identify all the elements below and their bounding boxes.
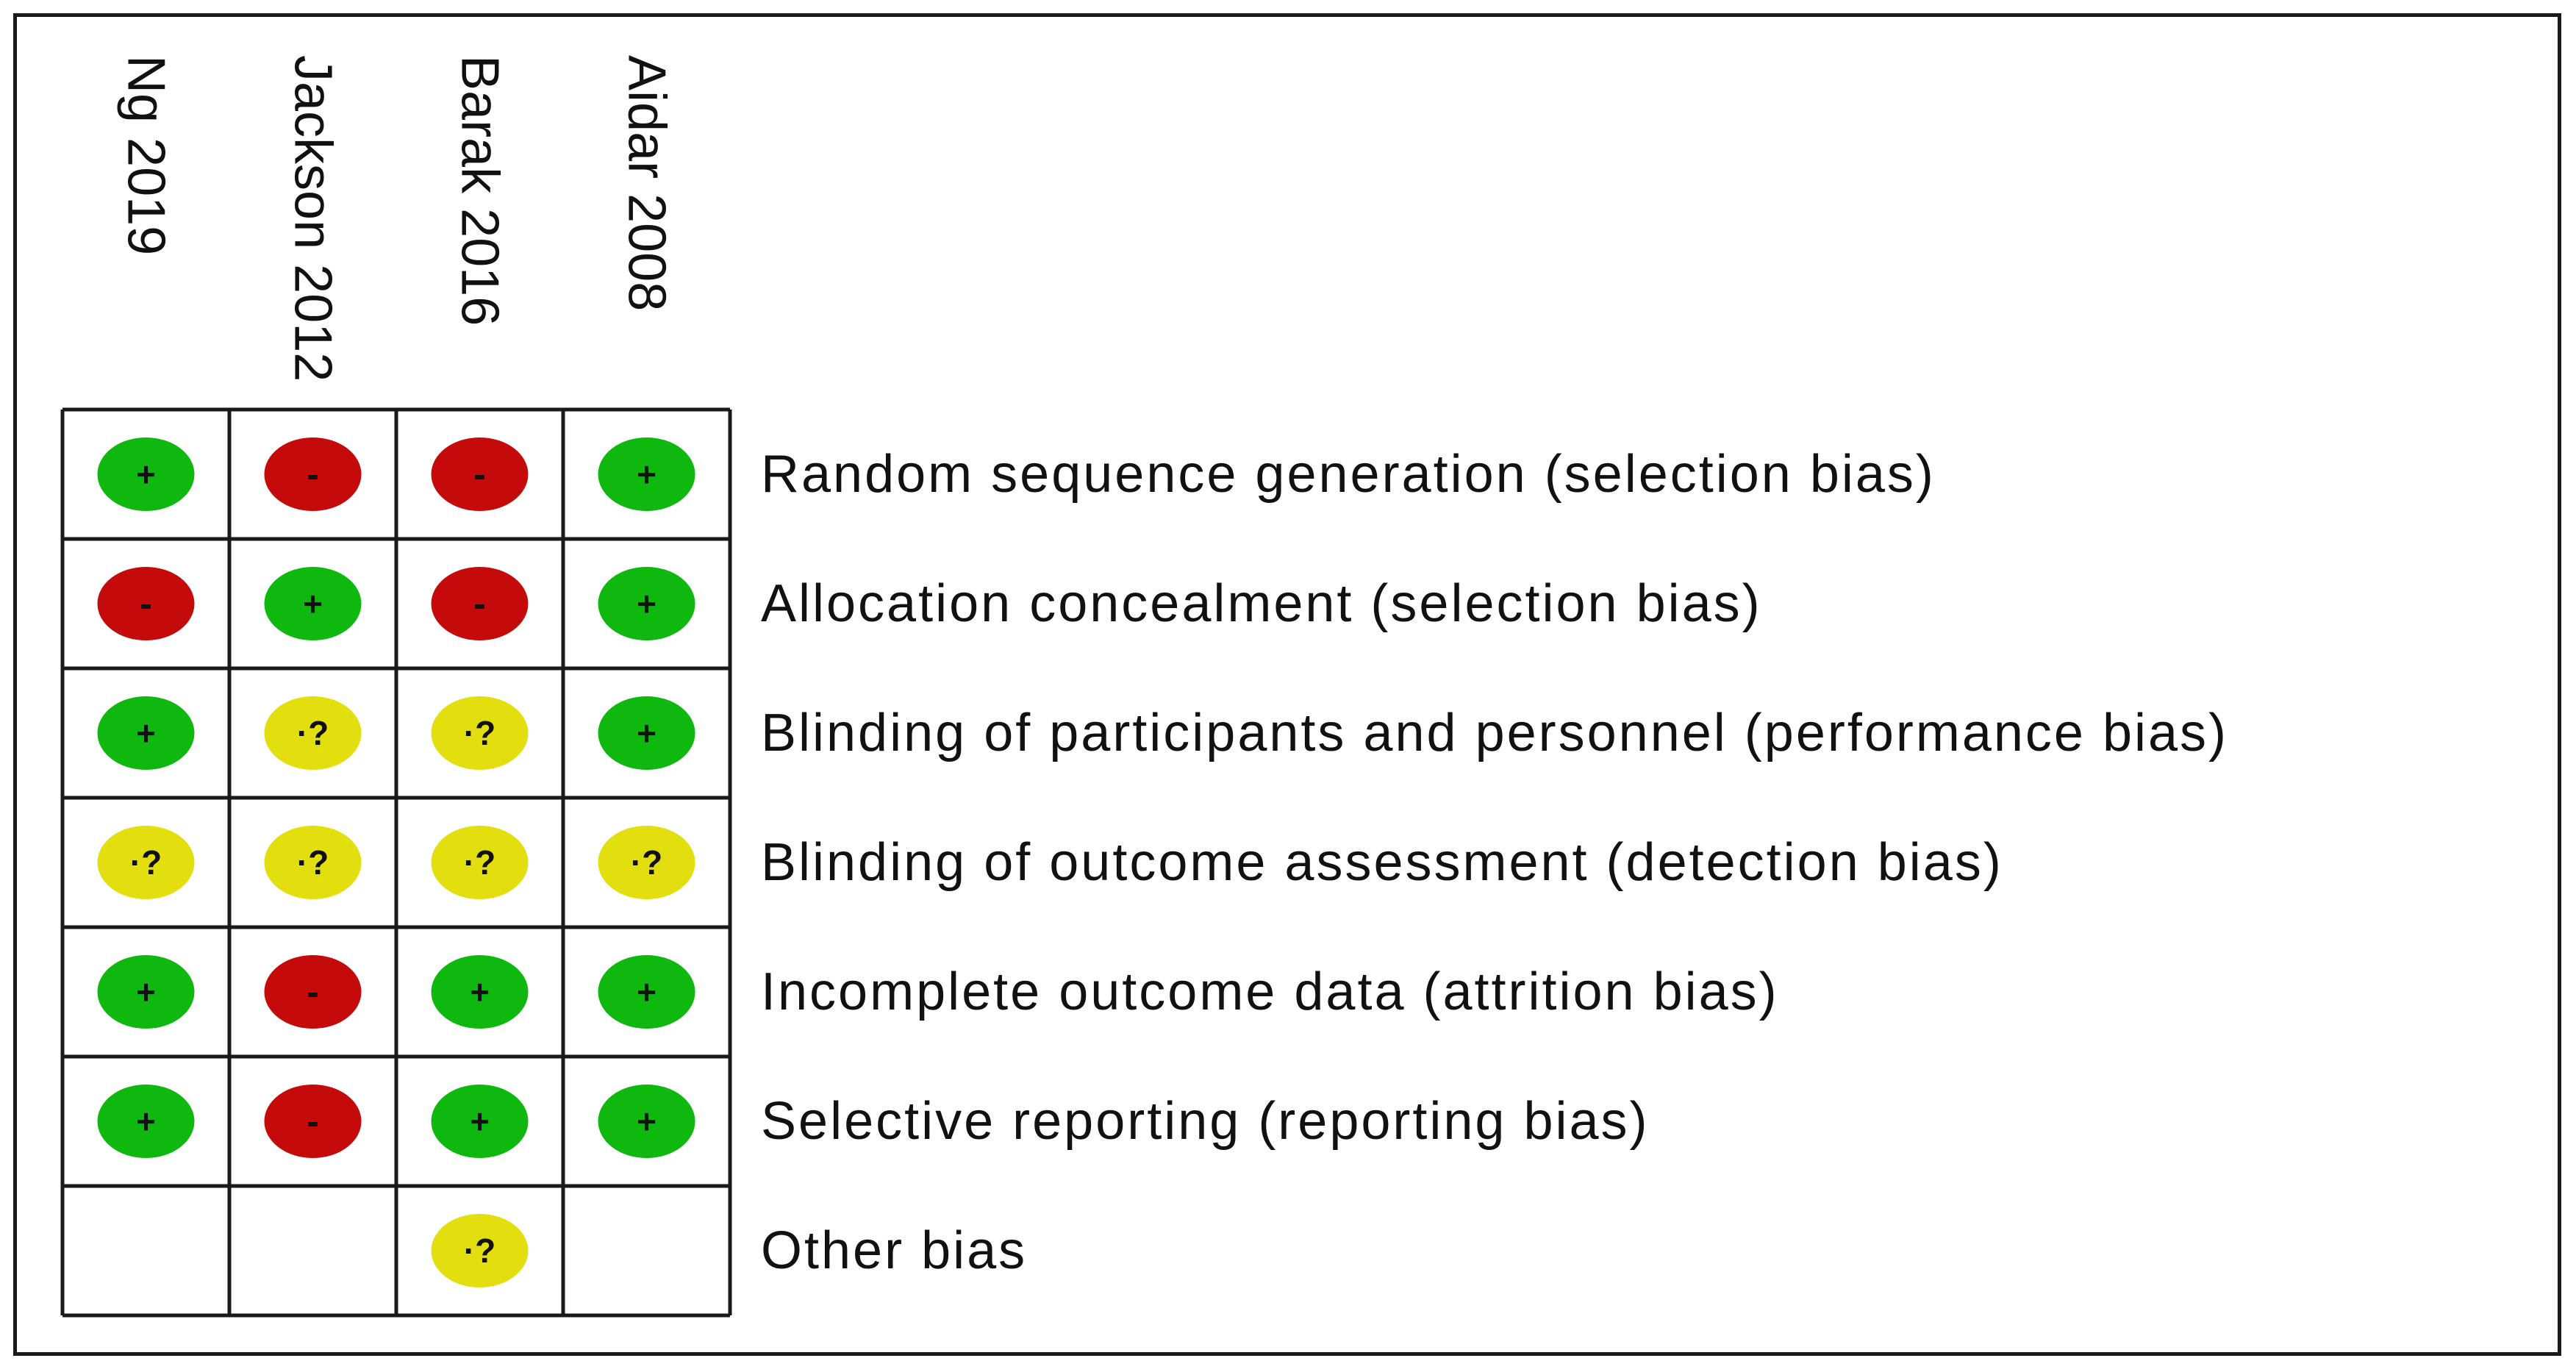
judgement-symbol-r1-c3: - (473, 454, 486, 495)
judgement-unclear-risk-r4-c1 (97, 826, 195, 899)
judgement-high-risk-r2-c1 (97, 567, 195, 640)
domain-label-allocation-concealment-selection-bias: Allocation concealment (selection bias) (761, 574, 1762, 633)
judgement-low-risk-r5-c1 (97, 955, 195, 1029)
judgement-low-risk-r6-c3 (431, 1085, 529, 1158)
judgement-symbol-r6-c2: - (307, 1101, 319, 1142)
grid-cell-r7-c4 (563, 1186, 730, 1315)
judgement-symbol-r5-c1: + (136, 973, 156, 1011)
judgement-low-risk-r5-c3 (431, 955, 529, 1029)
judgement-symbol-r2-c2: + (303, 585, 323, 623)
grid-cell-r7-c2 (229, 1186, 396, 1315)
judgement-low-risk-r6-c4 (598, 1085, 695, 1158)
judgement-unclear-risk-r3-c2 (264, 696, 362, 770)
study-label-jackson-2012: Jackson 2012 (284, 55, 343, 382)
judgement-symbol-r1-c2: - (307, 454, 319, 495)
judgement-symbol-r3-c4: + (637, 714, 656, 752)
judgement-low-risk-r3-c1 (97, 696, 195, 770)
judgement-symbol-r4-c4: ·? (631, 843, 662, 882)
judgement-symbol-r2-c3: - (473, 583, 486, 624)
grid-cell-r7-c1 (62, 1186, 229, 1315)
judgement-symbol-r6-c4: + (637, 1102, 656, 1140)
study-label-aidar-2008: Aidar 2008 (618, 55, 676, 311)
judgement-symbol-r3-c2: ·? (297, 714, 329, 752)
judgement-low-risk-r5-c4 (598, 955, 695, 1029)
judgement-high-risk-r5-c2 (264, 955, 362, 1029)
judgement-unclear-risk-r4-c4 (598, 826, 695, 899)
judgement-low-risk-r6-c1 (97, 1085, 195, 1158)
judgement-unclear-risk-r7-c3 (431, 1214, 529, 1287)
judgement-symbol-r5-c2: - (307, 971, 319, 1012)
domain-label-other-bias: Other bias (761, 1221, 1027, 1280)
judgement-symbol-r1-c1: + (136, 455, 156, 493)
judgement-symbol-r3-c3: ·? (464, 714, 495, 752)
judgement-symbol-r4-c3: ·? (464, 843, 495, 882)
judgement-low-risk-r2-c4 (598, 567, 695, 640)
judgement-symbol-r4-c1: ·? (130, 843, 162, 882)
study-label-barak-2016: Barak 2016 (451, 55, 509, 326)
judgement-high-risk-r1-c3 (431, 437, 529, 511)
judgement-symbol-r2-c1: - (140, 583, 152, 624)
judgement-symbol-r4-c2: ·? (297, 843, 329, 882)
domain-label-blinding-of-participants-and-personnel-performance-bias: Blinding of participants and personnel (… (761, 704, 2228, 762)
judgement-symbol-r3-c1: + (136, 714, 156, 752)
domain-label-selective-reporting-reporting-bias: Selective reporting (reporting bias) (761, 1092, 1650, 1151)
judgement-low-risk-r3-c4 (598, 696, 695, 770)
judgement-unclear-risk-r4-c2 (264, 826, 362, 899)
domain-label-incomplete-outcome-data-attrition-bias: Incomplete outcome data (attrition bias) (761, 962, 1779, 1021)
domain-label-random-sequence-generation-selection-bias: Random sequence generation (selection bi… (761, 445, 1936, 504)
judgement-unclear-risk-r4-c3 (431, 826, 529, 899)
judgement-low-risk-r2-c2 (264, 567, 362, 640)
judgement-symbol-r1-c4: + (637, 455, 656, 493)
study-label-ng-2019: Ng 2019 (117, 55, 176, 255)
domain-label-blinding-of-outcome-assessment-detection-bias: Blinding of outcome assessment (detectio… (761, 833, 2003, 892)
judgement-symbol-r2-c4: + (637, 585, 656, 623)
judgement-symbol-r6-c3: + (470, 1102, 490, 1140)
judgement-symbol-r6-c1: + (136, 1102, 156, 1140)
judgement-unclear-risk-r3-c3 (431, 696, 529, 770)
judgement-high-risk-r6-c2 (264, 1085, 362, 1158)
judgement-high-risk-r1-c2 (264, 437, 362, 511)
judgement-high-risk-r2-c3 (431, 567, 529, 640)
judgement-symbol-r5-c3: + (470, 973, 490, 1011)
judgement-symbol-r7-c3: ·? (464, 1232, 495, 1270)
judgement-low-risk-r1-c4 (598, 437, 695, 511)
judgement-low-risk-r1-c1 (97, 437, 195, 511)
judgement-symbol-r5-c4: + (637, 973, 656, 1011)
